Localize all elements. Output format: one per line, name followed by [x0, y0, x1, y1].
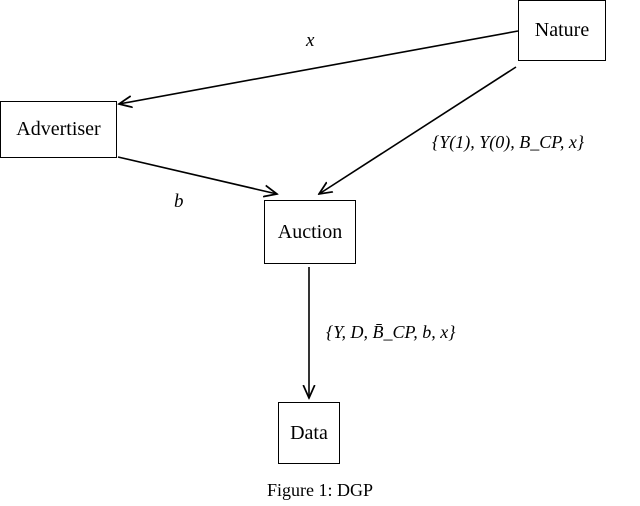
- edge-nature-auction: [319, 66, 517, 194]
- advertiser-node: Advertiser: [0, 101, 117, 158]
- edge-nature-advertiser: [119, 30, 519, 104]
- data-label: Data: [290, 421, 328, 444]
- edge-advertiser-auction: [117, 156, 277, 194]
- auction-node: Auction: [264, 200, 356, 264]
- auction-label: Auction: [277, 220, 343, 243]
- edge-label-auction-data: {Y, D, B̄_CP, b, x}: [326, 322, 456, 342]
- data-node: Data: [278, 402, 340, 464]
- edge-label-x: x: [306, 30, 315, 51]
- nature-label: Nature: [534, 19, 590, 41]
- figure-caption: Figure 1: DGP: [266, 480, 373, 500]
- edge-label-nature-auction: {Y(1), Y(0), B_CP, x}: [432, 132, 585, 152]
- edge-label-b: b: [174, 191, 184, 212]
- nature-node: Nature: [518, 0, 606, 61]
- advertiser-label: Advertiser: [16, 118, 101, 140]
